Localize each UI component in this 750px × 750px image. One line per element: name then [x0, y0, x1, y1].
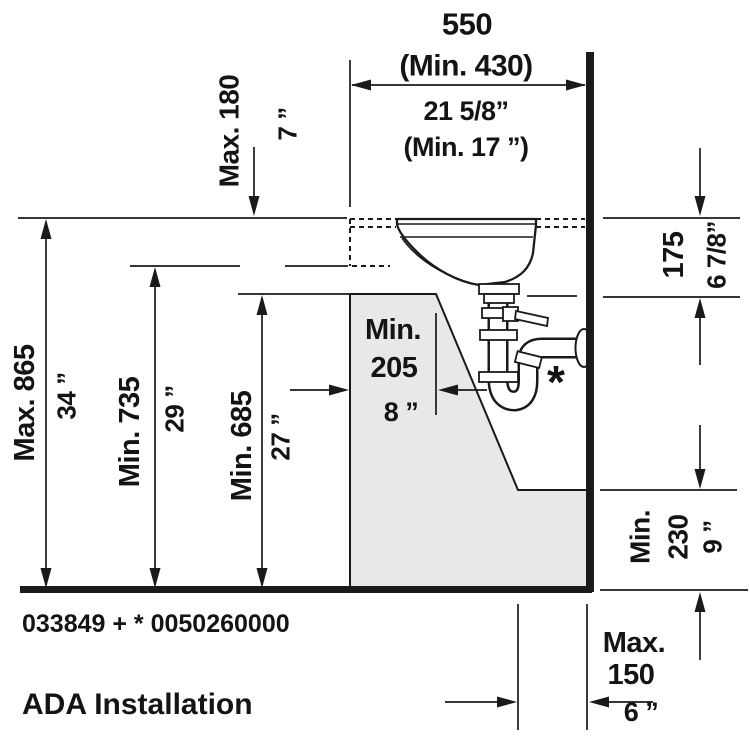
- sink-drawing: [395, 217, 538, 287]
- dim-rim-height-inch: 34 ”: [51, 372, 82, 420]
- dashed-rim-lines: [349, 218, 585, 267]
- dim-knee-depth-inch: 8 ”: [383, 396, 419, 427]
- dim-width-mm-min: (Min. 430): [399, 49, 533, 83]
- dim-toe-clearance-mm-1: Min.: [624, 510, 656, 564]
- dim-toe-depth-inch: 6 ”: [623, 696, 659, 727]
- dim-drain-drop-mm: 175: [657, 231, 690, 279]
- pop-up-lever: [514, 309, 549, 328]
- dim-drain-drop-inch: 6 7/8”: [701, 221, 732, 289]
- floor-line: [20, 586, 592, 593]
- dim-rim-setback-inch: 7 ”: [272, 107, 303, 141]
- dim-knee-depth-mm-1: Min.: [365, 313, 422, 346]
- dim-width-inch-min: (Min. 17 ”): [403, 131, 529, 162]
- dimension-lines: [18, 60, 748, 730]
- dim-underside-mm: Min. 735: [113, 376, 146, 488]
- wall: [586, 52, 594, 592]
- page-title: ADA Installation: [22, 688, 253, 721]
- footnote-asterisk: *: [547, 355, 565, 408]
- dim-rim-height-mm: Max. 865: [8, 344, 41, 462]
- dim-toe-depth-mm-2: 150: [607, 658, 655, 691]
- dim-rim-setback-mm: Max. 180: [213, 74, 245, 188]
- dim-knee-height-mm: Min. 685: [225, 390, 258, 502]
- dim-width-inch: 21 5/8”: [423, 95, 509, 126]
- dim-underside-inch: 29 ”: [159, 385, 190, 433]
- dim-knee-depth-mm-2: 205: [370, 351, 418, 384]
- arrowheads: [40, 79, 706, 708]
- dim-toe-depth-mm-1: Max.: [602, 626, 666, 659]
- dim-width-mm: 550: [441, 6, 493, 42]
- p-trap: [478, 283, 594, 412]
- dim-toe-clearance-inch: 9 ”: [697, 520, 728, 554]
- dim-knee-height-inch: 27 ”: [265, 413, 296, 461]
- dim-toe-clearance-mm-2: 230: [662, 514, 694, 560]
- part-number: 033849 + * 0050260000: [22, 610, 290, 638]
